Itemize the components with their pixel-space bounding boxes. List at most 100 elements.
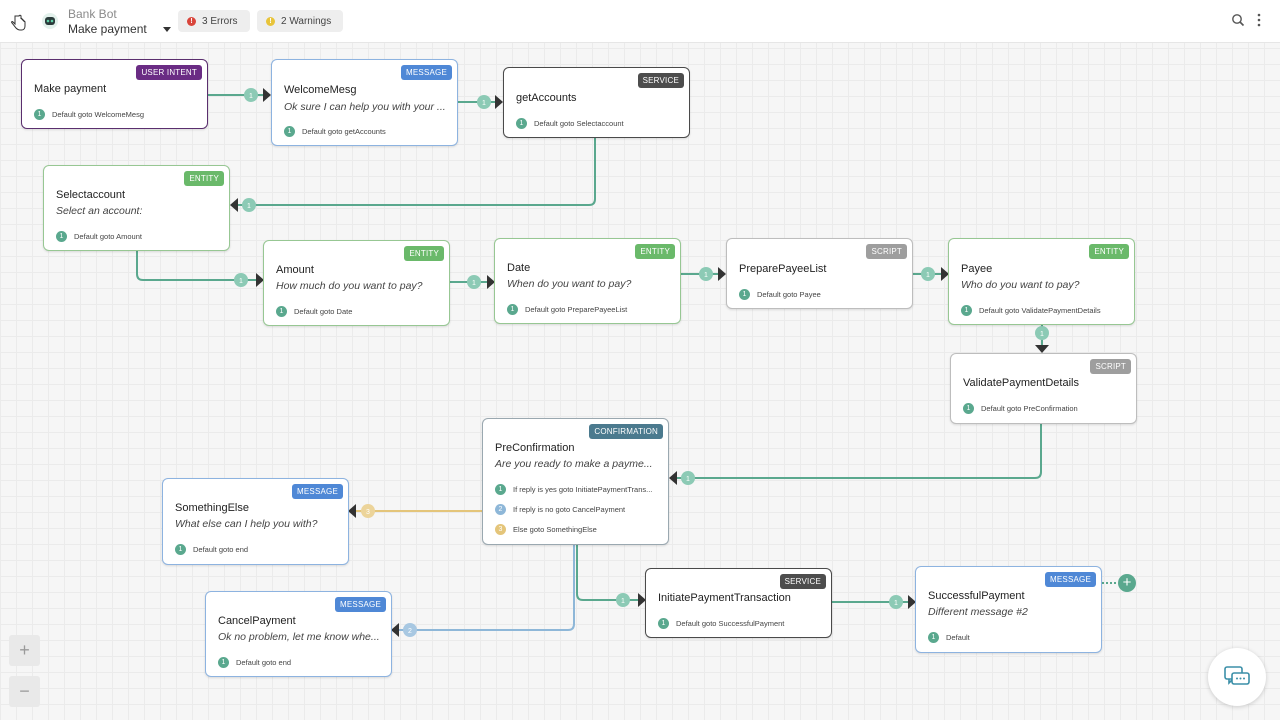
errors-label: 3 Errors xyxy=(202,15,238,27)
arrow-head xyxy=(718,267,726,281)
arrow-head xyxy=(495,95,503,109)
node-amount[interactable]: ENTITY Amount How much do you want to pa… xyxy=(263,240,450,326)
bot-name: Bank Bot xyxy=(68,7,117,21)
edge-label: 1 xyxy=(921,267,935,281)
svg-text:1: 1 xyxy=(926,272,930,279)
svg-text:1: 1 xyxy=(1040,331,1044,338)
errors-pill[interactable]: ! 3 Errors xyxy=(178,10,250,32)
arrow-head xyxy=(391,623,399,637)
node-type-badge: MESSAGE xyxy=(401,65,452,80)
svg-text:1: 1 xyxy=(704,272,708,279)
chevron-down-icon[interactable] xyxy=(163,27,171,32)
zoom-in-button[interactable]: + xyxy=(9,635,40,666)
arrow-head xyxy=(638,593,646,607)
svg-text:1: 1 xyxy=(894,600,898,607)
node-title: Payee xyxy=(961,263,993,275)
warnings-pill[interactable]: ! 2 Warnings xyxy=(257,10,343,32)
arrow-head xyxy=(669,471,677,485)
node-cancel-payment[interactable]: MESSAGE CancelPayment Ok no problem, let… xyxy=(205,591,392,677)
edge-label: 1 xyxy=(681,471,695,485)
node-welcome-mesg[interactable]: MESSAGE WelcomeMesg Ok sure I can help y… xyxy=(271,59,458,146)
arrow-head xyxy=(908,595,916,609)
node-title: WelcomeMesg xyxy=(284,84,357,96)
node-title: PreConfirmation xyxy=(495,442,575,454)
node-type-badge: MESSAGE xyxy=(1045,572,1096,587)
node-type-badge: MESSAGE xyxy=(292,484,343,499)
node-select-account[interactable]: ENTITY Selectaccount Select an account: … xyxy=(43,165,230,251)
arrow-head xyxy=(256,273,264,287)
edge-label: 1 xyxy=(1035,326,1049,340)
error-icon: ! xyxy=(187,16,196,26)
edge-validate-preconfirmation xyxy=(676,423,1042,479)
zoom-out-button[interactable]: − xyxy=(9,676,40,707)
node-title: getAccounts xyxy=(516,92,577,104)
node-subtitle: Ok sure I can help you with your ... xyxy=(284,101,446,113)
svg-text:3: 3 xyxy=(366,509,370,516)
flow-name-selector[interactable]: Make payment xyxy=(68,22,147,36)
add-node-button[interactable]: + xyxy=(1118,574,1136,592)
svg-text:1: 1 xyxy=(249,93,253,100)
node-type-badge: SCRIPT xyxy=(1090,359,1131,374)
warning-icon: ! xyxy=(266,16,275,26)
node-title: SuccessfulPayment xyxy=(928,590,1025,602)
hand-pointer-icon[interactable] xyxy=(10,14,26,32)
svg-text:1: 1 xyxy=(686,476,690,483)
node-something-else[interactable]: MESSAGE SomethingElse What else can I he… xyxy=(162,478,349,565)
edge-label: 1 xyxy=(234,273,248,287)
top-bar: Bank Bot Make payment ! 3 Errors ! 2 War… xyxy=(0,0,1280,43)
more-vertical-icon[interactable] xyxy=(1255,13,1263,27)
node-subtitle: Ok no problem, let me know whe... xyxy=(218,631,380,643)
arrow-head xyxy=(263,88,271,102)
chat-icon xyxy=(1224,666,1250,685)
arrow-head xyxy=(941,267,949,281)
arrow-head xyxy=(348,504,356,518)
node-preconfirmation[interactable]: CONFIRMATION PreConfirmation Are you rea… xyxy=(482,418,669,545)
node-type-badge: ENTITY xyxy=(1089,244,1129,259)
svg-text:1: 1 xyxy=(472,280,476,287)
node-title: Selectaccount xyxy=(56,189,126,201)
svg-text:1: 1 xyxy=(482,100,486,107)
node-type-badge: USER INTENT xyxy=(136,65,202,80)
node-title: Amount xyxy=(276,264,314,276)
node-subtitle: Are you ready to make a payme... xyxy=(495,458,653,470)
edge-preconfirmation-initiate xyxy=(576,545,640,601)
node-type-badge: SCRIPT xyxy=(866,244,907,259)
arrow-head xyxy=(487,275,495,289)
node-successful-payment[interactable]: MESSAGE SuccessfulPayment Different mess… xyxy=(915,566,1102,653)
edge-label: 1 xyxy=(467,275,481,289)
node-subtitle: When do you want to pay? xyxy=(507,278,632,290)
bot-avatar-icon xyxy=(42,13,58,29)
search-icon[interactable] xyxy=(1231,13,1245,27)
node-subtitle: How much do you want to pay? xyxy=(276,280,423,292)
edge-label: 1 xyxy=(889,595,903,609)
svg-text:1: 1 xyxy=(621,598,625,605)
svg-text:1: 1 xyxy=(247,203,251,210)
arrow-head xyxy=(230,198,238,212)
node-type-badge: MESSAGE xyxy=(335,597,386,612)
node-type-badge: SERVICE xyxy=(637,73,684,88)
edge-selectaccount-amount xyxy=(136,250,258,281)
node-type-badge: SERVICE xyxy=(779,574,826,589)
warnings-label: 2 Warnings xyxy=(281,15,332,27)
chat-button[interactable] xyxy=(1208,648,1266,706)
edge-label: 1 xyxy=(244,88,258,102)
